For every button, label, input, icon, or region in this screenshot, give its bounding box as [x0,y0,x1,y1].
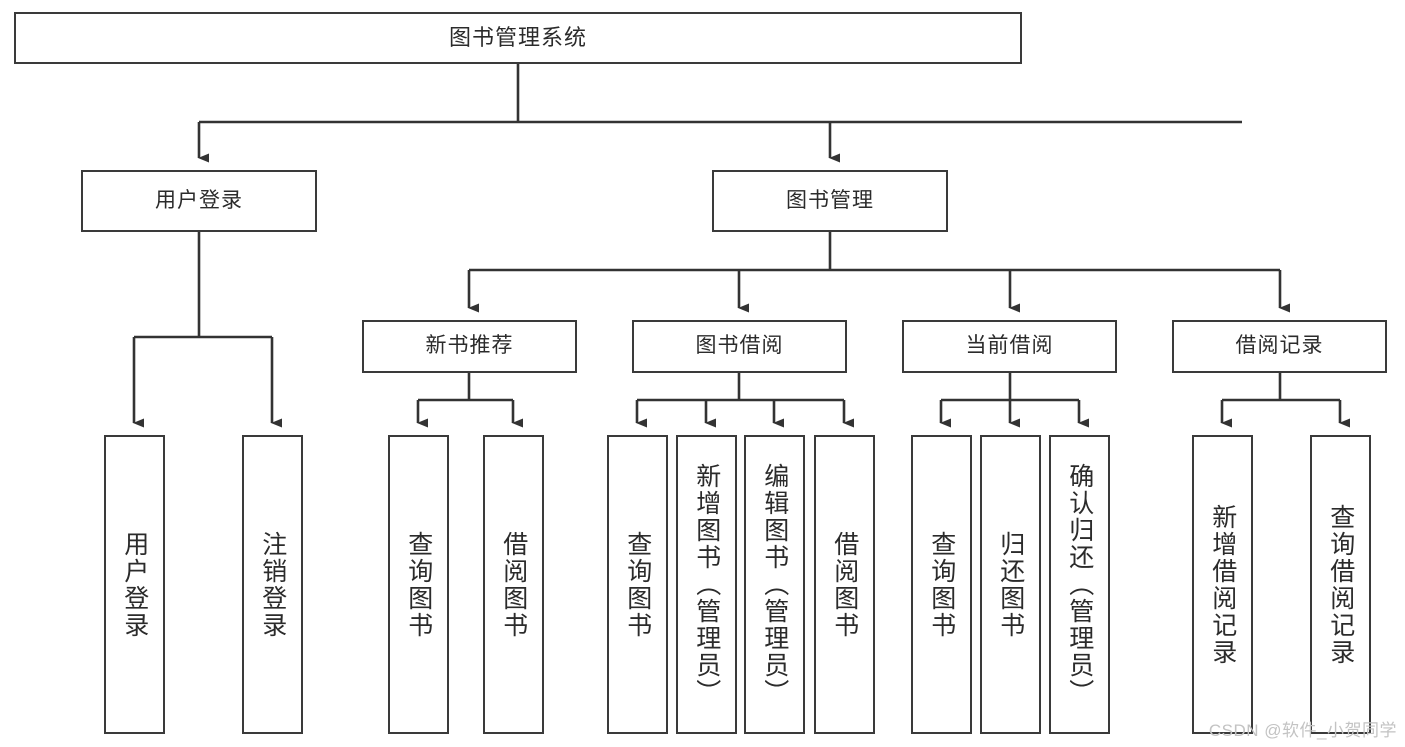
node-book-borrow[interactable]: 图书借阅 [632,320,847,373]
node-label: 图书管理系统 [448,25,587,51]
leaf-borrow-query-book[interactable]: 查询图书 [607,435,668,734]
node-label: 借阅图书 [499,530,528,639]
leaf-record-query-record[interactable]: 查询借阅记录 [1310,435,1371,734]
node-label: 编辑图书（管理员） [760,463,789,706]
leaf-current-confirm-return-admin[interactable]: 确认归还（管理员） [1049,435,1110,734]
leaf-user-login-logout[interactable]: 注销登录 [242,435,303,734]
node-new-book-recommend[interactable]: 新书推荐 [362,320,577,373]
node-label: 用户登录 [155,188,243,212]
node-label: 新书推荐 [425,334,514,358]
leaf-borrow-add-book-admin[interactable]: 新增图书（管理员） [676,435,737,734]
node-book-management[interactable]: 图书管理 [712,170,948,232]
node-current-borrow[interactable]: 当前借阅 [902,320,1117,373]
node-label: 当前借阅 [965,334,1054,358]
node-user-login[interactable]: 用户登录 [81,170,317,232]
leaf-borrow-edit-book-admin[interactable]: 编辑图书（管理员） [744,435,805,734]
node-label: 借阅图书 [830,530,859,639]
leaf-recommend-borrow-book[interactable]: 借阅图书 [483,435,544,734]
leaf-current-query-book[interactable]: 查询图书 [911,435,972,734]
node-label: 查询图书 [927,530,956,639]
node-label: 查询图书 [404,530,433,639]
node-label: 图书管理 [786,188,874,212]
leaf-recommend-query-book[interactable]: 查询图书 [388,435,449,734]
node-label: 用户登录 [120,530,149,639]
node-label: 借阅记录 [1235,334,1324,358]
node-root-system[interactable]: 图书管理系统 [14,12,1022,64]
node-label: 新增图书（管理员） [692,463,721,706]
leaf-user-login-login[interactable]: 用户登录 [104,435,165,734]
node-label: 新增借阅记录 [1208,503,1237,666]
node-label: 图书借阅 [695,334,784,358]
leaf-record-add-record[interactable]: 新增借阅记录 [1192,435,1253,734]
csdn-watermark: CSDN @软件_小贺同学 [1208,721,1397,740]
node-label: 归还图书 [996,530,1025,639]
node-label: 查询借阅记录 [1326,503,1355,666]
node-label: 查询图书 [623,530,652,639]
leaf-current-return-book[interactable]: 归还图书 [980,435,1041,734]
node-borrow-record[interactable]: 借阅记录 [1172,320,1387,373]
node-label: 确认归还（管理员） [1065,463,1094,706]
leaf-borrow-borrow-book[interactable]: 借阅图书 [814,435,875,734]
node-label: 注销登录 [258,530,287,639]
